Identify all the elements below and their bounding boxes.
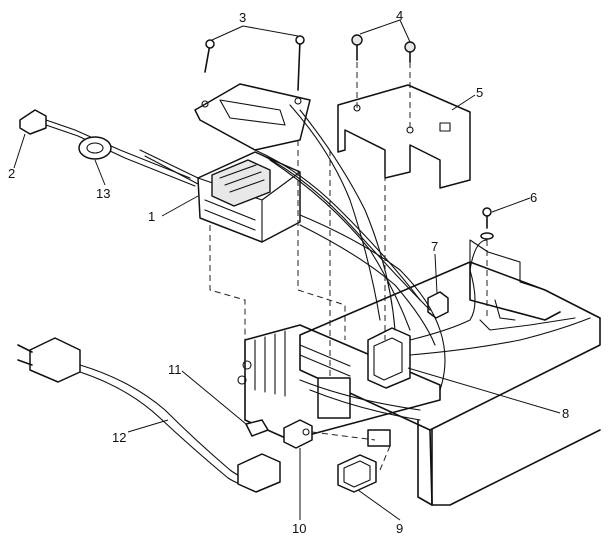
callout-8: 8 — [562, 406, 569, 421]
callout-5: 5 — [476, 85, 483, 100]
wiring-harness — [254, 104, 591, 421]
callout-6: 6 — [530, 190, 537, 205]
power-socket — [367, 327, 411, 389]
transformer — [197, 151, 301, 243]
screw-6 — [480, 207, 494, 240]
callout-11: 11 — [168, 362, 182, 377]
transformer-bracket — [194, 83, 311, 151]
assembly-guide-lines — [209, 62, 488, 471]
terminal-panel — [237, 324, 441, 447]
callout-3: 3 — [239, 10, 246, 25]
screws-3 — [204, 35, 305, 91]
callout-10: 10 — [292, 521, 306, 536]
fuse — [245, 419, 269, 437]
rocker-switch — [337, 454, 377, 493]
callout-13: 13 — [96, 186, 110, 201]
fuse-holder — [283, 419, 313, 449]
callout-12: 12 — [112, 430, 126, 445]
power-cord — [17, 337, 281, 493]
callout-9: 9 — [396, 521, 403, 536]
callout-1: 1 — [148, 209, 155, 224]
relay-block — [427, 291, 449, 319]
callout-4: 4 — [396, 8, 403, 23]
plug-connector-and-ferrite — [19, 109, 199, 187]
callout-2: 2 — [8, 166, 15, 181]
screws-4 — [351, 34, 416, 63]
callout-7: 7 — [431, 239, 438, 254]
leader-lines — [13, 19, 561, 521]
cover-bracket — [337, 84, 471, 189]
callout-labels: 1 2 3 4 5 6 7 8 9 10 11 12 13 — [8, 8, 569, 536]
